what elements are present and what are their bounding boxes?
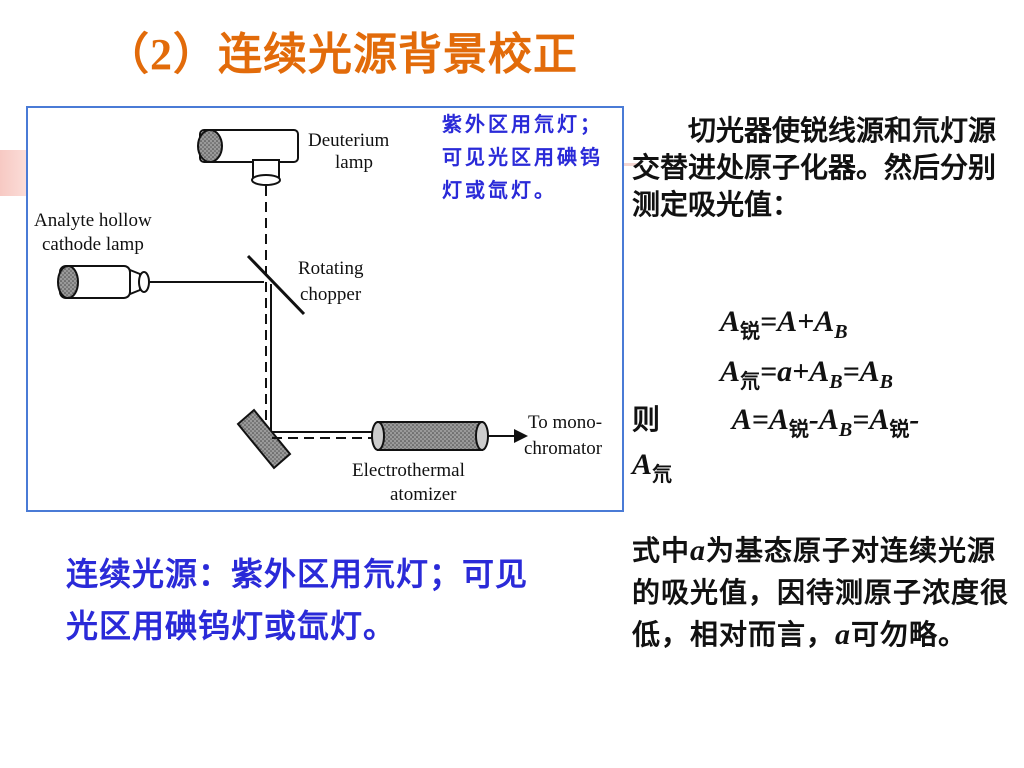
analyte-label-1: Analyte hollow — [34, 210, 152, 231]
equation-1: A锐=A+AB — [720, 305, 848, 343]
footnote: 式中a为基态原子对连续光源的吸光值，因待测原子浓度很低，相对而言，a可勿略。 — [632, 534, 1010, 651]
atomizer-label-2: atomizer — [390, 484, 457, 505]
rotating-chopper-icon — [246, 254, 306, 316]
deuterium-label-1: Deuterium — [308, 130, 389, 151]
deuterium-lamp-icon — [197, 129, 299, 186]
hollow-cathode-lamp-icon — [57, 265, 150, 299]
atomizer-label-1: Electrothermal — [352, 460, 465, 481]
mirror-icon — [236, 408, 292, 470]
explanation-text: 切光器使锐线源和氘灯源交替进处原子化器。然后分别测定吸光值： — [632, 112, 1004, 223]
equation-4: A氘 — [632, 448, 673, 486]
slide-title: （2）连续光源背景校正 — [105, 29, 578, 80]
mono-label-1: To mono- — [528, 412, 602, 433]
equation-3: 则 A=A锐-AB=A锐- — [632, 403, 920, 441]
explanation-paragraph: 切光器使锐线源和氘灯源交替进处原子化器。然后分别测定吸光值： — [632, 114, 997, 221]
instrument-diagram: Deuterium lamp Analyte hollow cathode la… — [34, 129, 603, 505]
continuous-source-note: 连续光源：紫外区用氘灯；可见光区用碘钨灯或氙灯。 — [66, 555, 529, 645]
equation-2: A氘=a+AB=AB — [720, 355, 894, 393]
analyte-label-2: cathode lamp — [42, 234, 144, 255]
chopper-label-1: Rotating — [298, 258, 364, 279]
diagram-frame: Deuterium lamp Analyte hollow cathode la… — [26, 106, 624, 512]
mono-label-2: chromator — [524, 438, 603, 459]
arrow-right-icon — [514, 429, 528, 443]
chopper-label-2: chopper — [300, 284, 362, 305]
atomizer-icon — [371, 421, 489, 451]
blue-note: 紫外区用氘灯；可见光区用碘钨灯或氙灯。 — [442, 112, 603, 202]
deuterium-label-2: lamp — [335, 152, 373, 173]
